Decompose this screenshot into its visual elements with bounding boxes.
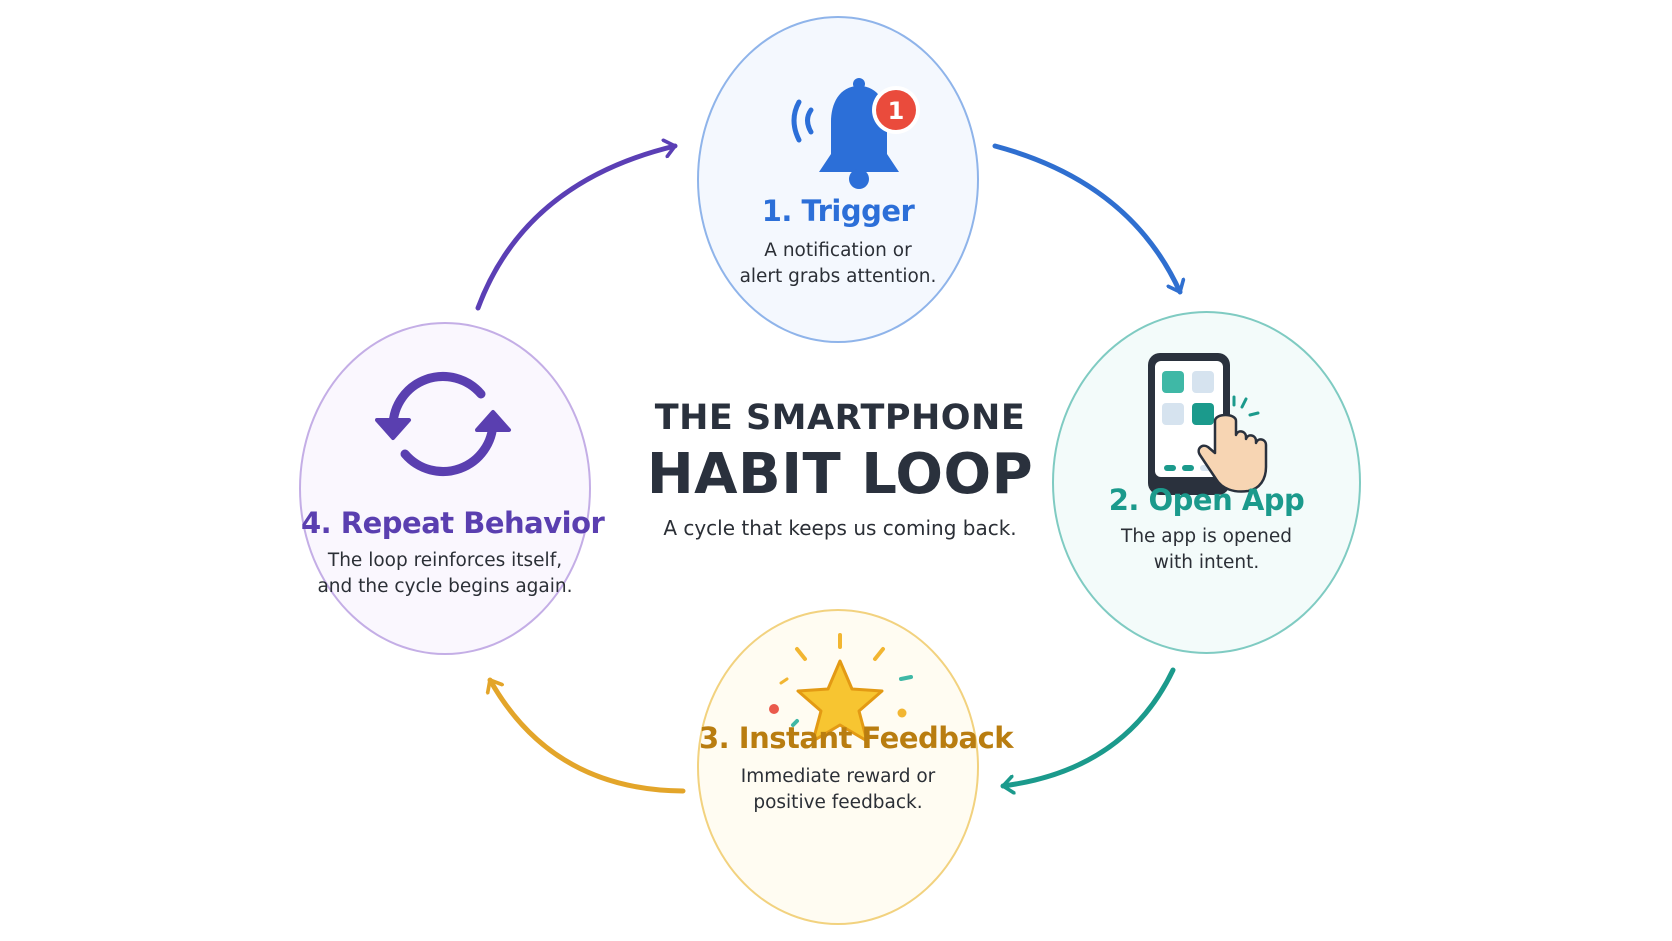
node-trigger: 1 1. Trigger A notification or alert gra…	[697, 16, 979, 343]
trigger-title: 1. Trigger	[761, 194, 915, 228]
repeat-cycle-icon	[375, 372, 511, 476]
center-heading: THE SMARTPHONE HABIT LOOP A cycle that k…	[590, 0, 1090, 941]
heading-line-2: HABIT LOOP	[646, 442, 1034, 507]
arrow-open-app-to-feedback	[1000, 667, 1176, 786]
feedback-description: Immediate reward or positive feedback.	[740, 766, 936, 813]
notification-badge	[876, 90, 916, 130]
arrow-feedback-to-repeat	[490, 677, 686, 794]
repeat-title: 4. Repeat Behavior	[301, 506, 605, 540]
heading-subtitle: A cycle that keeps us coming back.	[663, 516, 1017, 540]
node-open-app: 2. Open App The app is opened with inten…	[1052, 311, 1361, 654]
trigger-description: A notification or alert grabs attention.	[739, 240, 937, 287]
arrow-repeat-to-trigger	[475, 146, 678, 311]
open-app-description: The app is opened with intent.	[1121, 526, 1292, 573]
arrow-trigger-to-open-app	[992, 143, 1180, 295]
phone-tap-icon	[1148, 353, 1268, 495]
star-reward-icon	[769, 633, 913, 743]
heading-line-1: THE SMARTPHONE	[654, 398, 1026, 438]
repeat-description: The loop reinforces itself, and the cycl…	[317, 550, 573, 597]
open-app-title: 2. Open App	[1108, 483, 1305, 517]
node-repeat-behavior: 4. Repeat Behavior The loop reinforces i…	[299, 322, 605, 655]
svg-text:1: 1	[888, 97, 905, 125]
feedback-title: 3. Instant Feedback	[699, 721, 1014, 755]
bell-notification-icon: 1	[791, 78, 920, 189]
node-instant-feedback: 3. Instant Feedback Immediate reward or …	[697, 609, 1014, 925]
